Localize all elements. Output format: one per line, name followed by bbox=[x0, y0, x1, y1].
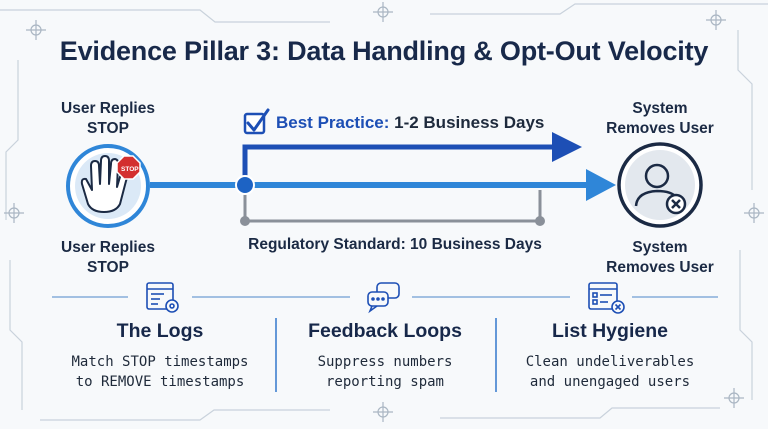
card-feedback-line1: Suppress numbers bbox=[317, 354, 453, 370]
card-hygiene-line1: Clean undeliverables bbox=[525, 354, 695, 370]
card-feedback-title: Feedback Loops bbox=[308, 320, 462, 342]
end-label-bottom-line2: Removes User bbox=[606, 259, 714, 276]
list-remove-icon bbox=[588, 282, 625, 314]
log-settings-icon bbox=[146, 282, 179, 313]
end-label-bottom: System Removes User bbox=[590, 238, 730, 278]
best-practice-label: Best Practice: 1-2 Business Days bbox=[276, 113, 544, 133]
start-label-top-line2: STOP bbox=[87, 120, 129, 137]
stop-hand-icon bbox=[66, 144, 150, 228]
card-hygiene-title: List Hygiene bbox=[552, 320, 668, 342]
crosshair-mark-1 bbox=[373, 2, 393, 22]
chat-bubbles-icon bbox=[367, 282, 400, 314]
best-practice-value: 1-2 Business Days bbox=[389, 113, 545, 132]
crosshair-mark-4 bbox=[4, 203, 24, 223]
card-hygiene-line2: and unengaged users bbox=[529, 374, 691, 390]
best-practice-arrow bbox=[242, 132, 582, 186]
end-label-bottom-line1: System bbox=[632, 239, 688, 256]
end-label-top: System Removes User bbox=[590, 99, 730, 139]
regulatory-standard-label: Regulatory Standard: 10 Business Days bbox=[248, 236, 542, 253]
start-label-top: User Replies STOP bbox=[38, 99, 178, 139]
start-label-bottom: User Replies STOP bbox=[38, 238, 178, 278]
end-label-top-line1: System bbox=[632, 100, 688, 117]
start-label-bottom-line2: STOP bbox=[87, 259, 129, 276]
crosshair-mark-5 bbox=[744, 203, 764, 223]
timeline-start-node bbox=[235, 175, 255, 195]
checkbox-checked-icon bbox=[243, 108, 270, 135]
start-label-top-line1: User Replies bbox=[61, 100, 155, 117]
card-hygiene-description: Clean undeliverables and unengaged users bbox=[495, 352, 725, 392]
crosshair-mark-6 bbox=[724, 388, 744, 408]
regulatory-end-dot bbox=[535, 216, 545, 226]
start-label-bottom-line1: User Replies bbox=[61, 239, 155, 256]
stop-sign-text: STOP bbox=[121, 166, 139, 173]
main-timeline-arrow bbox=[150, 169, 616, 201]
crosshair-mark-2 bbox=[26, 20, 46, 40]
card-feedback-description: Suppress numbers reporting spam bbox=[275, 352, 495, 392]
end-label-top-line2: Removes User bbox=[606, 120, 714, 137]
card-logs-line1: Match STOP timestamps bbox=[71, 354, 249, 370]
best-practice-title: Best Practice: bbox=[276, 113, 390, 132]
crosshair-mark-3 bbox=[706, 10, 726, 30]
crosshair-mark-7 bbox=[373, 402, 393, 422]
remove-user-icon bbox=[617, 142, 703, 228]
card-logs-description: Match STOP timestamps to REMOVE timestam… bbox=[40, 352, 280, 392]
regulatory-start-dot bbox=[240, 216, 250, 226]
card-logs-line2: to REMOVE timestamps bbox=[75, 374, 245, 390]
card-feedback-line2: reporting spam bbox=[325, 374, 444, 390]
card-logs-title: The Logs bbox=[116, 320, 204, 342]
page-title: Evidence Pillar 3: Data Handling & Opt-O… bbox=[59, 36, 709, 66]
